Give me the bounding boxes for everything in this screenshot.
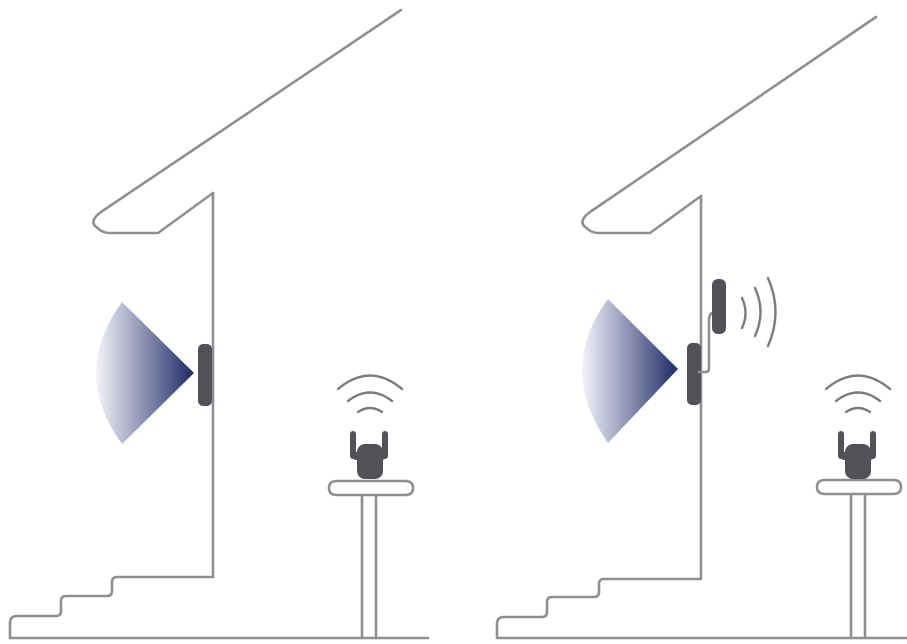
stand-post xyxy=(360,493,378,640)
signal-waves-icon xyxy=(740,276,777,348)
stand-post xyxy=(849,492,867,640)
motion-sensor-icon xyxy=(198,344,212,406)
wifi-router-icon xyxy=(350,431,388,479)
roof xyxy=(581,15,878,235)
wifi-waves-icon xyxy=(824,374,892,414)
panel-right xyxy=(495,15,907,640)
panel-left xyxy=(8,8,430,640)
stand-top xyxy=(327,479,415,497)
wifi-waves-icon xyxy=(336,374,404,414)
wall xyxy=(602,194,703,581)
wall xyxy=(115,191,215,579)
router-on-stand xyxy=(815,431,903,640)
stairs xyxy=(8,575,430,640)
wifi-router-icon xyxy=(838,431,876,479)
antenna-icon xyxy=(712,279,726,334)
sensor-field-cone xyxy=(582,299,678,443)
motion-sensor-icon xyxy=(687,343,701,405)
stand-top xyxy=(815,478,903,496)
roof xyxy=(92,8,403,235)
stairs xyxy=(495,577,907,640)
sensor-field-cone xyxy=(96,302,194,444)
router-on-stand xyxy=(327,431,415,640)
